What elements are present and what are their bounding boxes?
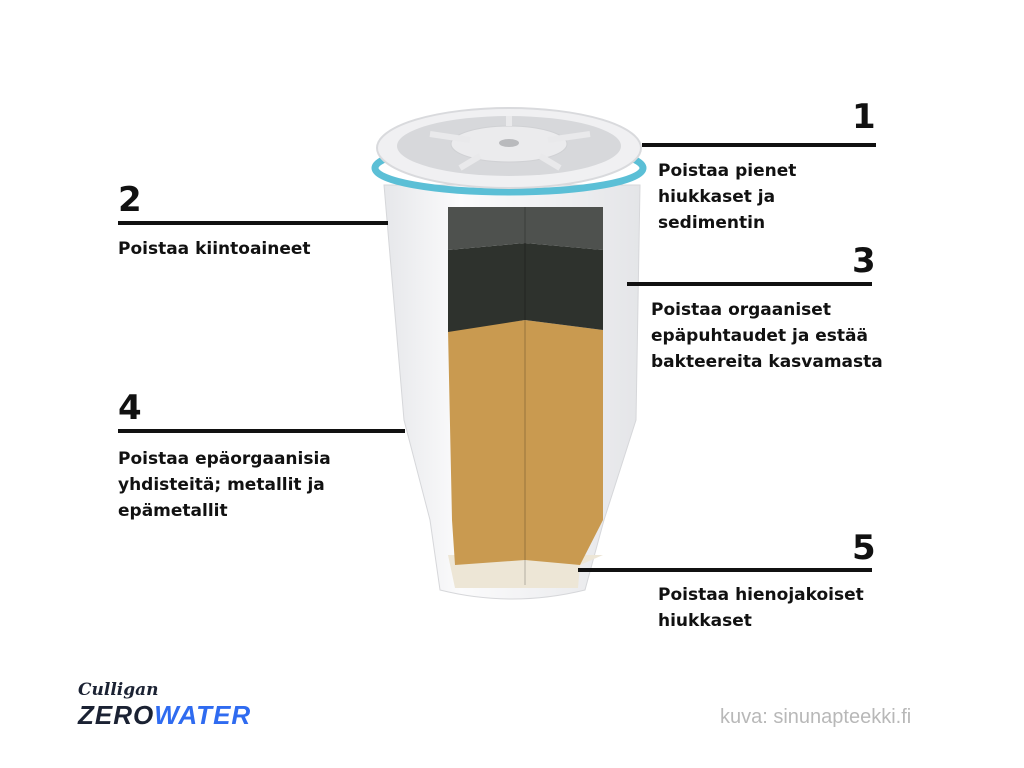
- image-credit: kuva: sinunapteekki.fi: [720, 706, 912, 728]
- layer-dark: [448, 243, 603, 332]
- wordmark-water: WATER: [154, 700, 252, 730]
- label-text-3: Poistaa orgaaniset epäpuhtaudet ja estää…: [651, 300, 883, 372]
- leader-line-1: [642, 143, 876, 147]
- layer-tan: [448, 320, 603, 565]
- label-number-2: 2: [118, 180, 142, 220]
- label-number-1: 1: [852, 97, 876, 137]
- leader-line-3: [627, 282, 872, 286]
- label-text-5: Poistaa hienojakoiset hiukkaset: [658, 585, 864, 631]
- zerowater-wordmark: ZEROWATER: [78, 702, 251, 728]
- label-number-4: 4: [118, 388, 142, 428]
- leader-line-5: [578, 568, 872, 572]
- layer-gray: [448, 207, 603, 250]
- label-number-3: 3: [852, 241, 876, 281]
- leader-line-4: [118, 429, 405, 433]
- label-number-5: 5: [852, 528, 876, 568]
- label-text-4: Poistaa epäorgaanisia yhdisteitä; metall…: [118, 449, 331, 521]
- wordmark-zero: ZERO: [78, 700, 155, 730]
- zerowater-logo: Culligan ZEROWATER: [78, 680, 251, 728]
- label-text-2: Poistaa kiintoaineet: [118, 239, 311, 259]
- label-text-1: Poistaa pienet hiukkaset ja sedimentin: [658, 161, 797, 233]
- culligan-wordmark: Culligan: [78, 680, 159, 700]
- leader-line-2: [118, 221, 388, 225]
